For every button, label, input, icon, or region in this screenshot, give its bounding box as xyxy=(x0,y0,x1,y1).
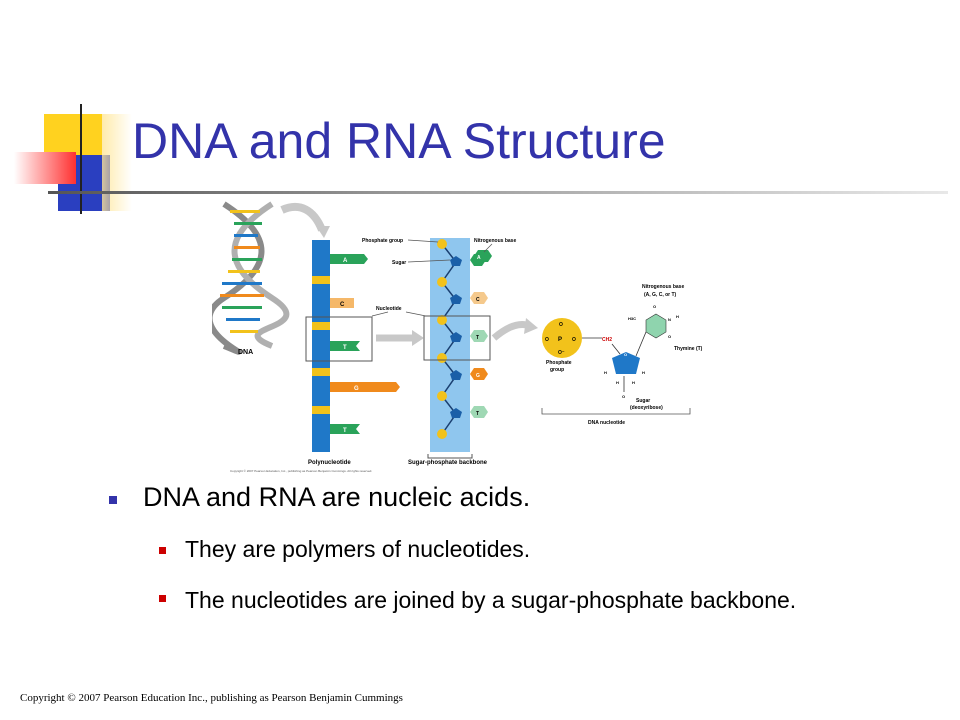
ornament-vertical-line xyxy=(80,104,82,214)
backbone-base-5: T xyxy=(476,411,479,417)
base-types-title: Nitrogenous base xyxy=(642,284,684,290)
chem-h-sugar-3: H xyxy=(616,380,619,385)
bullet-3: The nucleotides are joined by a sugar-ph… xyxy=(185,587,797,613)
phosphate-detail-label-2: group xyxy=(550,367,564,373)
bullet-marker-3 xyxy=(159,595,166,602)
double-helix: DNA xyxy=(212,201,290,356)
chem-h-thymine: H xyxy=(676,314,679,319)
chem-h-sugar-4: H xyxy=(632,380,635,385)
strand-base-2: C xyxy=(340,302,345,308)
sugar-phosphate-backbone: A C T G T Sugar-phosphate backbone xyxy=(408,238,492,466)
phosphate-detail-label: Phosphate xyxy=(546,360,572,366)
nucleotide-box-1 xyxy=(305,316,373,362)
chem-h-sugar-2: H xyxy=(642,370,645,375)
sugar-detail-label: Sugar xyxy=(636,398,650,404)
strand-base-3: T xyxy=(343,345,347,351)
sugar-label: Sugar xyxy=(392,260,406,266)
nucleotide-label: Nucleotide xyxy=(376,306,402,312)
ornament-fade xyxy=(102,114,132,211)
nitrogenous-base-label: Nitrogenous base xyxy=(474,238,516,244)
backbone-base-4: G xyxy=(476,373,480,379)
thymine-label: Thymine (T) xyxy=(674,346,703,352)
chem-o-thymine-top: O xyxy=(653,304,656,309)
ornament-red-square xyxy=(14,152,76,184)
chem-o-minus: O⁻ xyxy=(558,350,565,356)
dna-label: DNA xyxy=(238,349,253,356)
chem-n-thymine: N xyxy=(668,317,671,322)
title-rule xyxy=(48,191,948,194)
polynucleotide-label: Polynucleotide xyxy=(308,460,351,466)
dna-nucleotide-detail: P O O O O⁻ Phosphate group CH2 O H H H H… xyxy=(541,284,703,426)
chem-o-right: O xyxy=(572,337,576,343)
title-ornament xyxy=(0,0,150,220)
dna-nucleotide-label: DNA nucleotide xyxy=(588,420,625,426)
chem-h-sugar-1: H xyxy=(604,370,607,375)
phosphate-group-label: Phosphate group xyxy=(362,238,403,244)
chem-o-left: O xyxy=(545,337,549,343)
footer-copyright: Copyright © 2007 Pearson Education Inc.,… xyxy=(20,692,403,704)
chem-ch2: CH2 xyxy=(602,337,612,343)
bullet-1: DNA and RNA are nucleic acids. xyxy=(143,482,531,512)
chem-o-top: O xyxy=(559,322,563,328)
backbone-label: Sugar-phosphate backbone xyxy=(408,460,488,466)
chem-o-thymine-right: O xyxy=(668,334,671,339)
chem-o-ring: O xyxy=(624,352,627,357)
slide-title: DNA and RNA Structure xyxy=(132,113,666,169)
figure-credit: Copyright © 2007 Pearson Education, Inc.… xyxy=(230,469,372,473)
strand-base-1: A xyxy=(343,258,348,264)
backbone-base-1: A xyxy=(477,255,481,261)
chem-p: P xyxy=(558,337,562,343)
bullet-2: They are polymers of nucleotides. xyxy=(185,536,531,562)
chem-o-3prime: O xyxy=(622,394,625,399)
chem-h3c: H3C xyxy=(628,316,636,321)
deoxyribose-label: (deoxyribose) xyxy=(630,405,663,411)
bullet-marker-1 xyxy=(109,496,117,504)
base-types-list: (A, G, C, or T) xyxy=(644,292,677,298)
strand-base-4: G xyxy=(354,386,359,392)
strand-base-5: T xyxy=(343,428,347,434)
bullet-marker-2 xyxy=(159,547,166,554)
dna-structure-figure: DNA A C T G T Polynucleotide xyxy=(212,201,703,473)
callout-labels: Phosphate group Sugar Nitrogenous base N… xyxy=(362,238,516,317)
backbone-base-2: C xyxy=(476,297,480,303)
arrow-helix-to-strand xyxy=(280,202,326,232)
backbone-base-3: T xyxy=(476,335,479,341)
polynucleotide-strand: A C T G T Polynucleotide xyxy=(305,240,400,466)
